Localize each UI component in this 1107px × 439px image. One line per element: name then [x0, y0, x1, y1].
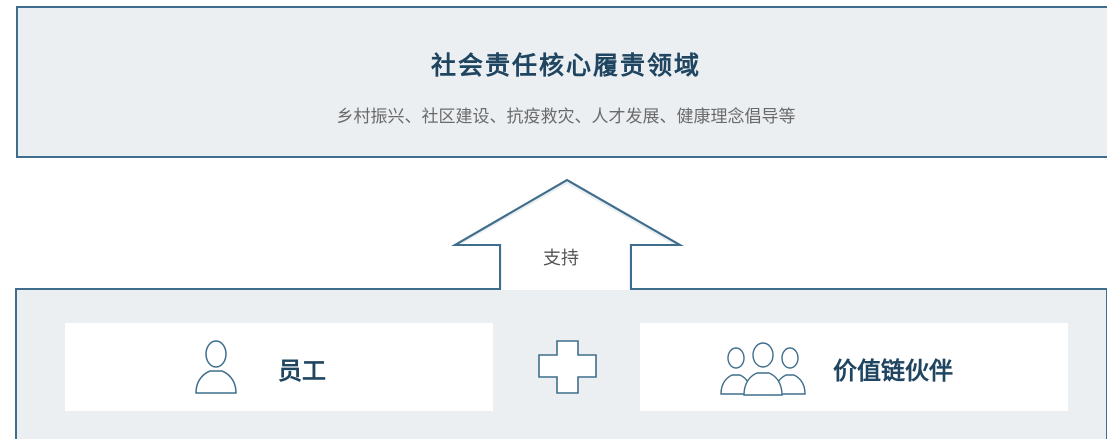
responsibility-areas-box: 社会责任核心履责领域 乡村振兴、社区建设、抗疫救灾、人才发展、健康理念倡导等 [16, 6, 1107, 158]
responsibility-areas-list: 乡村振兴、社区建设、抗疫救灾、人才发展、健康理念倡导等 [336, 107, 796, 127]
support-label: 支持 [543, 248, 579, 269]
employee-card: 员工 [65, 323, 493, 411]
value-chain-partner-label: 价值链伙伴 [833, 356, 953, 385]
support-arrow-outline [451, 178, 684, 289]
employee-label: 员工 [278, 356, 326, 385]
arrow-interior-fill [462, 184, 672, 290]
plus-icon [538, 340, 597, 394]
person-icon [195, 340, 237, 394]
value-chain-partner-card: 价值链伙伴 [640, 323, 1068, 411]
people-group-icon [720, 342, 806, 396]
responsibility-areas-title: 社会责任核心履责领域 [430, 51, 701, 80]
